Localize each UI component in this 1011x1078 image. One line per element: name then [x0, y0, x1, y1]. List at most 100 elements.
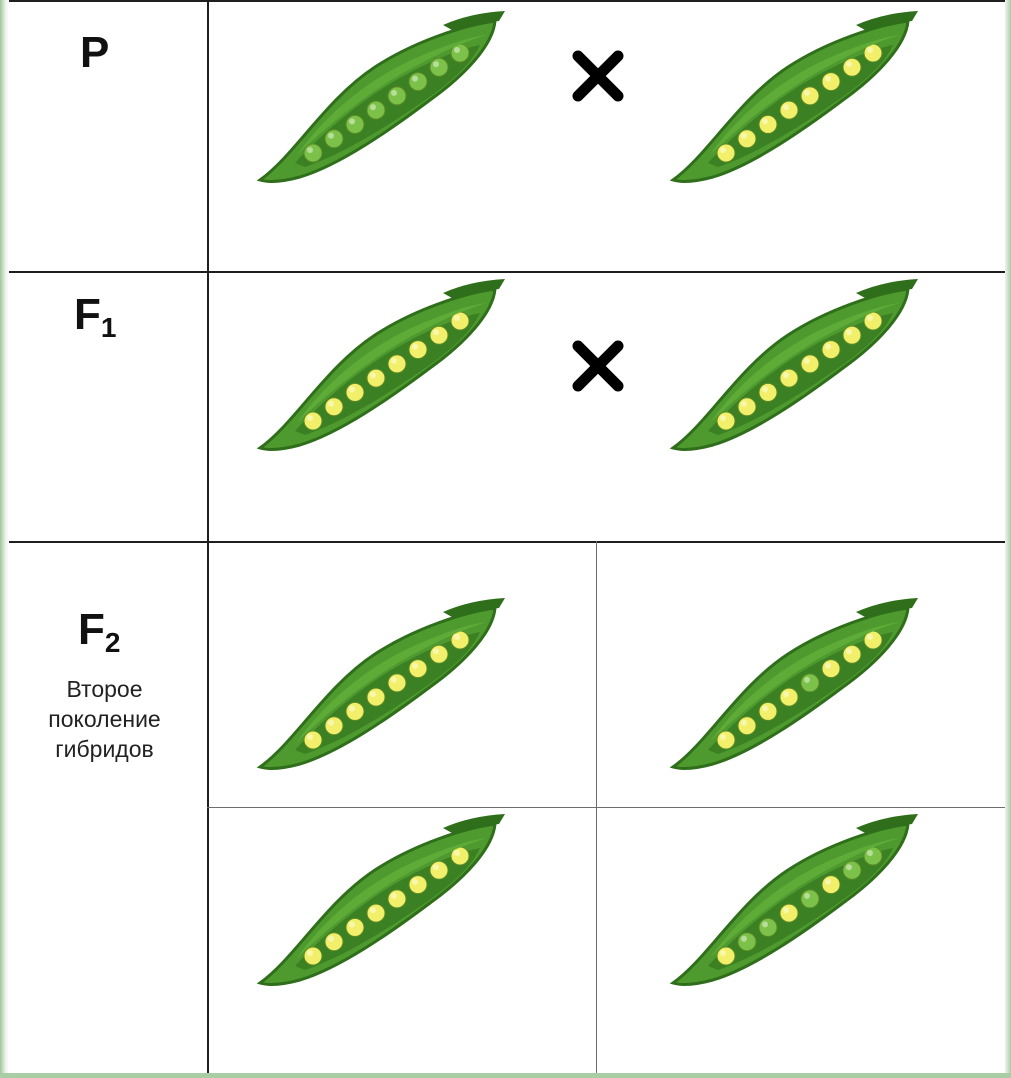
pea-yellow [304, 947, 322, 965]
pea-yellow [388, 890, 406, 908]
pea-yellow [430, 645, 448, 663]
cross-icon-f1 [570, 338, 626, 394]
pea-pod-f2-bottom-right [668, 808, 928, 988]
pea-highlight [433, 864, 439, 870]
pea-yellow [325, 717, 343, 735]
frame-right-border [1005, 0, 1011, 1078]
pea-highlight [349, 386, 355, 392]
pea-pod-f2-top-right [668, 592, 928, 772]
pea-pod-f2-top-left [255, 592, 515, 772]
pea-yellow [780, 101, 798, 119]
pea-highlight [804, 893, 810, 899]
pea-green [346, 115, 364, 133]
pea-highlight [433, 61, 439, 67]
pea-highlight [825, 76, 831, 82]
pea-highlight [825, 344, 831, 350]
pea-highlight [328, 720, 334, 726]
pea-highlight [762, 386, 768, 392]
pea-highlight [391, 677, 397, 683]
pea-yellow [759, 702, 777, 720]
pea-highlight [783, 907, 789, 913]
label-f1: F1 [74, 290, 116, 344]
pea-green [843, 861, 861, 879]
frame-left-border [0, 0, 9, 1078]
pea-pod-p-left [255, 5, 515, 185]
pea-green [759, 918, 777, 936]
pea-yellow [780, 904, 798, 922]
pea-yellow [801, 355, 819, 373]
pea-highlight [783, 104, 789, 110]
pea-highlight [349, 921, 355, 927]
pea-highlight [867, 315, 873, 321]
pea-green [801, 890, 819, 908]
pea-yellow [822, 73, 840, 91]
pea-highlight [349, 705, 355, 711]
pea-yellow [738, 398, 756, 416]
frame-bottom-border [0, 1073, 1011, 1078]
pea-highlight [846, 61, 852, 67]
pea-highlight [867, 850, 873, 856]
pea-highlight [412, 76, 418, 82]
label-f2: F2 [78, 605, 120, 659]
pea-yellow [409, 660, 427, 678]
pea-yellow [304, 412, 322, 430]
pea-highlight [783, 691, 789, 697]
pea-highlight [846, 648, 852, 654]
label-p: P [80, 28, 109, 78]
pea-highlight [433, 329, 439, 335]
pea-yellow [738, 130, 756, 148]
pea-highlight [307, 950, 313, 956]
pea-highlight [720, 734, 726, 740]
pea-highlight [867, 634, 873, 640]
pea-yellow [346, 702, 364, 720]
pea-yellow [367, 688, 385, 706]
pea-highlight [328, 133, 334, 139]
pea-green [409, 73, 427, 91]
pea-yellow [780, 688, 798, 706]
pea-highlight [454, 850, 460, 856]
pea-highlight [370, 104, 376, 110]
pea-highlight [412, 344, 418, 350]
pea-highlight [846, 329, 852, 335]
pea-yellow [346, 383, 364, 401]
pea-highlight [391, 90, 397, 96]
pea-pod-f1-left [255, 273, 515, 453]
pea-yellow [367, 369, 385, 387]
pea-highlight [762, 118, 768, 124]
pea-yellow [717, 731, 735, 749]
pea-yellow [409, 341, 427, 359]
pea-highlight [307, 734, 313, 740]
pea-pod-f1-right [668, 273, 928, 453]
pea-yellow [822, 341, 840, 359]
pea-green [430, 58, 448, 76]
pea-highlight [804, 358, 810, 364]
pea-highlight [370, 372, 376, 378]
pea-yellow [388, 674, 406, 692]
pea-highlight [391, 358, 397, 364]
pea-yellow [430, 326, 448, 344]
pea-yellow [388, 355, 406, 373]
pea-highlight [720, 415, 726, 421]
pea-yellow [304, 731, 322, 749]
pea-highlight [454, 634, 460, 640]
pea-green [801, 674, 819, 692]
pea-highlight [328, 401, 334, 407]
pea-yellow [843, 645, 861, 663]
pea-pod-p-right [668, 5, 928, 185]
pea-highlight [454, 47, 460, 53]
pea-highlight [825, 879, 831, 885]
pea-highlight [762, 705, 768, 711]
pea-highlight [391, 893, 397, 899]
pea-yellow [325, 398, 343, 416]
pea-yellow [843, 326, 861, 344]
pea-green [388, 87, 406, 105]
pea-highlight [412, 879, 418, 885]
pea-highlight [762, 921, 768, 927]
pea-highlight [825, 663, 831, 669]
pea-highlight [370, 691, 376, 697]
pea-yellow [367, 904, 385, 922]
pea-highlight [804, 677, 810, 683]
pea-yellow [759, 383, 777, 401]
label-column-divider [207, 0, 209, 1073]
pea-highlight [454, 315, 460, 321]
